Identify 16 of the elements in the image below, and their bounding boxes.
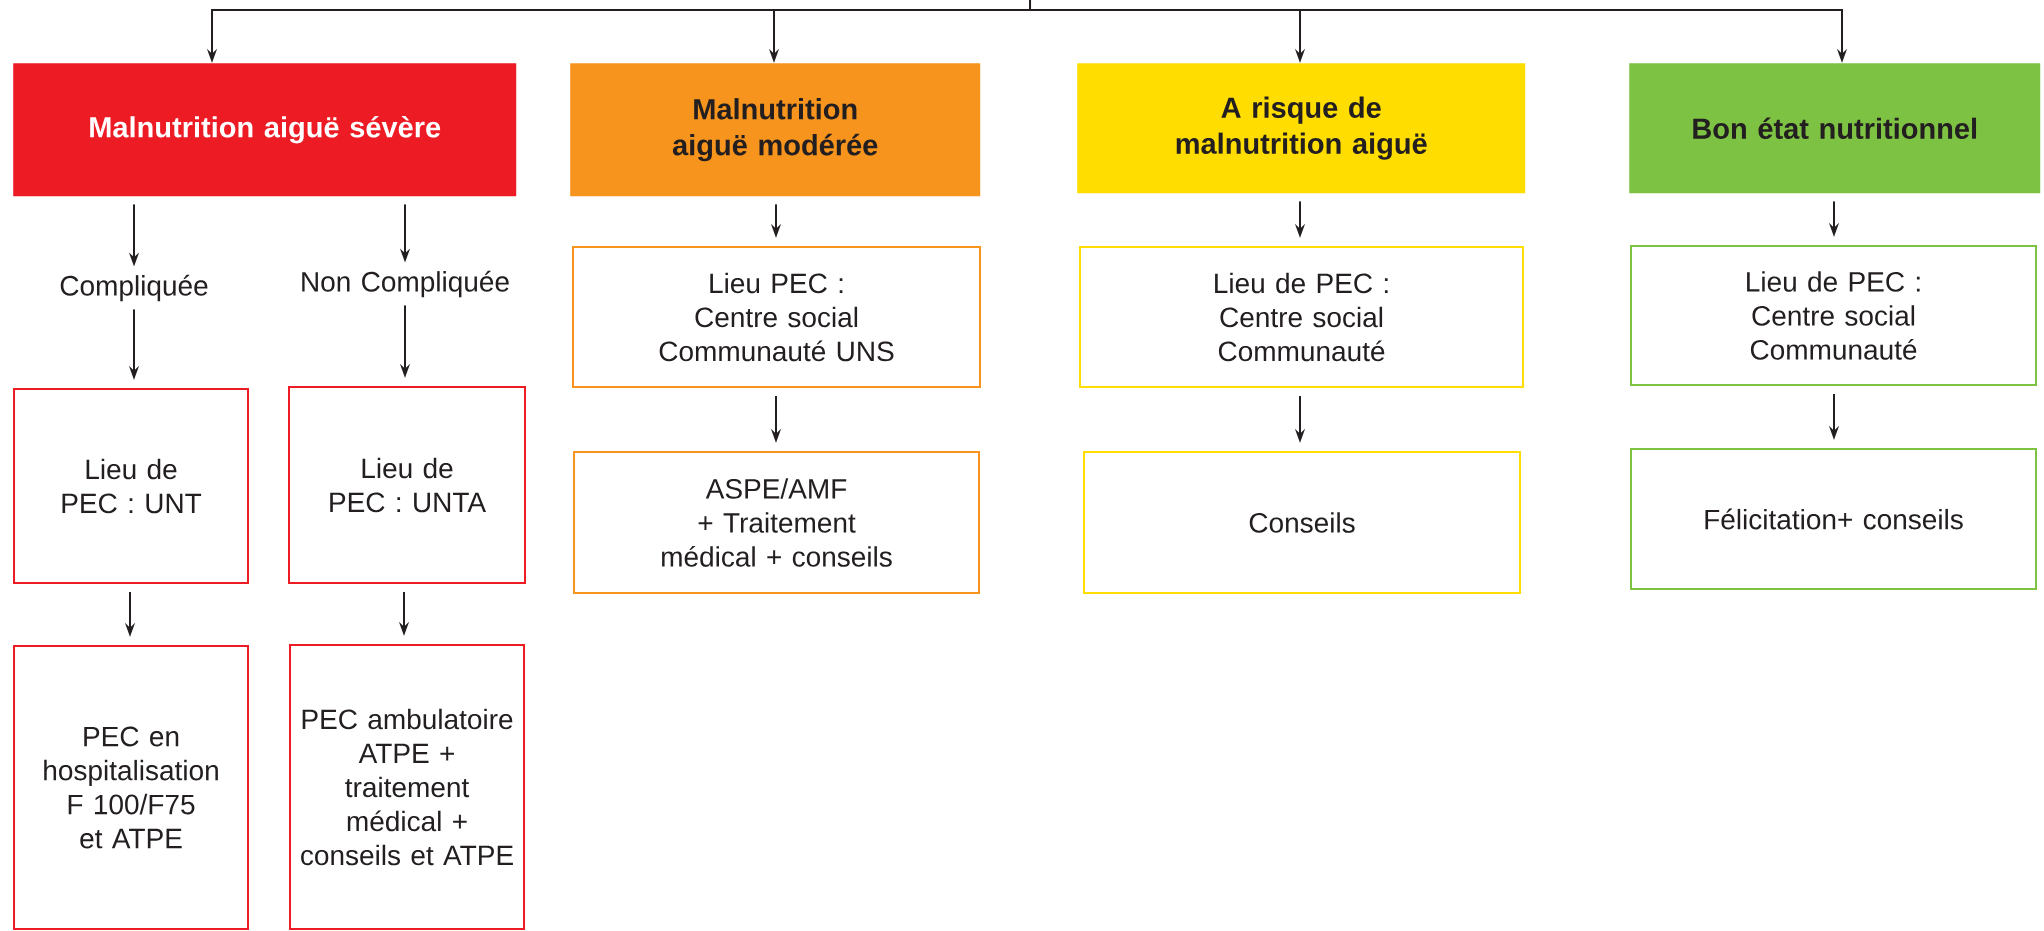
node-label: Compliquée [60,274,208,302]
process-box: Félicitation+ conseils [1630,448,2037,590]
process-box: Lieu PEC : Centre social Communauté UNS [572,246,981,388]
process-box: Lieu de PEC : Centre social Communauté [1079,246,1524,388]
process-box: Lieu de PEC : Centre social Communauté [1630,245,2037,386]
node-label: Non Compliquée [302,270,509,298]
category-box: Bon état nutritionnel [1629,63,2041,194]
category-box: Malnutrition aiguë modérée [570,63,981,197]
process-box: ASPE/AMF + Traitement médical + conseils [573,451,980,594]
process-box: Lieu de PEC : UNTA [288,386,526,584]
process-box: Conseils [1083,451,1521,594]
category-box: A risque de malnutrition aiguë [1077,63,1526,194]
process-box: PEC en hospitalisation F 100/F75 et ATPE [13,645,249,930]
process-box: Lieu de PEC : UNT [13,388,249,584]
category-box: Malnutrition aiguë sévère [13,63,517,197]
process-box: PEC ambulatoire ATPE + traitement médical + conseils et ATPE [289,644,525,930]
